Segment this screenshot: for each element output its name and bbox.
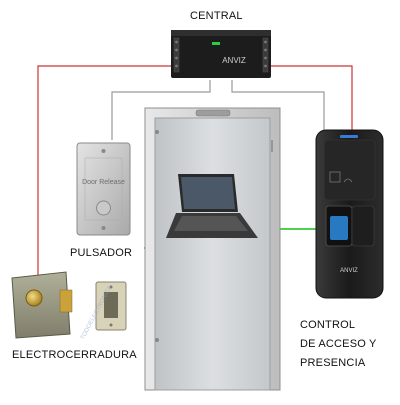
label-control-line3: PRESENCIA — [300, 357, 366, 369]
button-plate-text: Door Release — [82, 179, 125, 186]
door-leaf — [154, 117, 271, 391]
door-release-button: Door Release — [76, 142, 131, 236]
door-closer — [195, 109, 231, 117]
central-controller — [171, 30, 271, 78]
lock-keyhole-cylinder — [25, 289, 43, 307]
electric-lock — [11, 271, 127, 339]
door-hinge-top — [155, 130, 159, 134]
door-hinge-bottom — [155, 338, 159, 342]
label-control-acceso: CONTROL DE ACCESO Y PRESENCIA — [300, 316, 377, 373]
label-central: CENTRAL — [190, 10, 243, 22]
label-control-line2: DE ACCESO Y — [300, 338, 377, 350]
central-status-led — [212, 42, 220, 45]
reader-brand-logo: ANVIZ — [340, 268, 358, 274]
central-terminal-block — [173, 37, 269, 73]
grey-wire-central-to-button — [111, 80, 211, 140]
red-wire-central-to-reader — [270, 65, 353, 130]
central-brand-logo: ANVIZ — [222, 56, 246, 65]
reader-status-led — [340, 135, 358, 138]
button-push-circle — [96, 200, 111, 216]
laptop — [166, 174, 258, 238]
grey-wire-central-to-door — [231, 80, 325, 130]
red-wire-central-to-lock — [37, 65, 173, 276]
door — [144, 107, 281, 391]
access-reader — [315, 129, 384, 299]
label-control-line1: CONTROL — [300, 319, 356, 331]
strike-plate — [95, 281, 127, 331]
label-pulsador: PULSADOR — [70, 247, 133, 259]
label-electrocerradura: ELECTROCERRADURA — [12, 349, 137, 361]
central-screws — [175, 40, 267, 68]
